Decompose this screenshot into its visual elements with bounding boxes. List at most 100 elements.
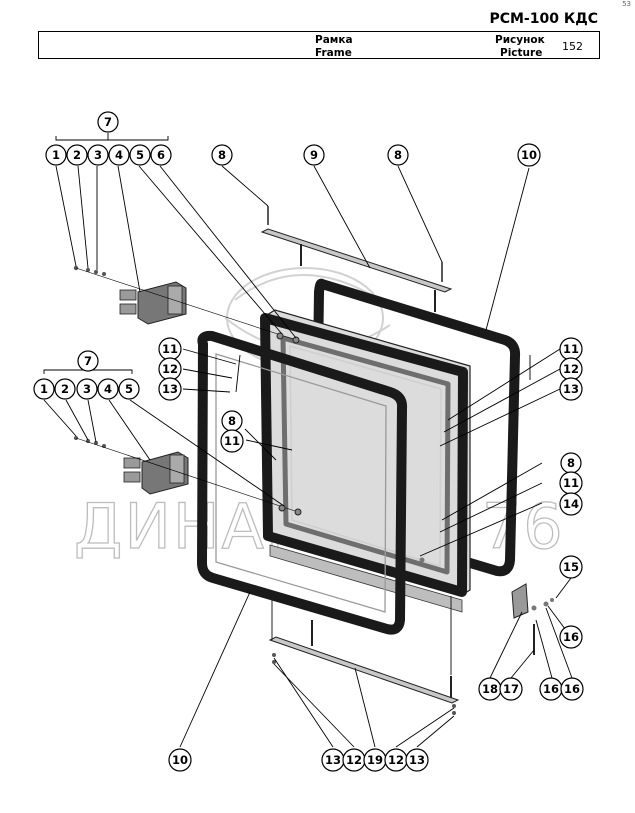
title-block: Рамка Frame Рисунок Picture 152 (38, 31, 600, 59)
svg-text:9: 9 (310, 148, 318, 162)
callout-17: 17 (499, 677, 523, 701)
callout-14: 14 (559, 492, 583, 516)
svg-text:1: 1 (52, 148, 60, 162)
callout-13-left: 13 (158, 377, 182, 401)
corner-mark: 53 (622, 0, 631, 8)
svg-text:11: 11 (224, 434, 240, 448)
svg-text:16: 16 (543, 682, 559, 696)
svg-text:8: 8 (394, 148, 402, 162)
callout-12-right: 12 (559, 357, 583, 381)
svg-text:1: 1 (40, 382, 48, 396)
svg-text:4: 4 (115, 148, 123, 162)
callout-13-right: 13 (559, 377, 583, 401)
callout-1-mid: 1 (33, 378, 55, 400)
picture-label-english: Picture (500, 47, 543, 59)
svg-text:12: 12 (563, 362, 579, 376)
svg-text:2: 2 (61, 382, 69, 396)
callout-8-right: 8 (560, 452, 582, 474)
callout-10-top: 10 (517, 143, 541, 167)
callout-19: 19 (363, 748, 387, 772)
svg-text:8: 8 (567, 456, 575, 470)
latch-plate (419, 557, 554, 655)
svg-text:12: 12 (388, 753, 404, 767)
leader-lines (43, 133, 573, 748)
svg-text:2: 2 (73, 148, 81, 162)
svg-text:15: 15 (563, 560, 579, 574)
hinge-bracket-top (119, 281, 187, 325)
svg-text:8: 8 (218, 148, 226, 162)
mounting-strip-bottom (268, 596, 460, 715)
callout-7-top: 7 (97, 111, 119, 133)
callout-8-b: 8 (387, 144, 409, 166)
svg-text:14: 14 (563, 497, 579, 511)
svg-text:3: 3 (83, 382, 91, 396)
callout-2-top: 2 (66, 144, 88, 166)
svg-text:11: 11 (563, 476, 579, 490)
svg-text:13: 13 (325, 753, 341, 767)
svg-text:4: 4 (104, 382, 112, 396)
fastener-row-mid (74, 436, 302, 516)
svg-text:13: 13 (563, 382, 579, 396)
svg-text:7: 7 (104, 115, 112, 129)
title-russian: Рамка (315, 34, 353, 46)
callout-11-mid: 11 (220, 429, 244, 453)
callout-8-a: 8 (211, 144, 233, 166)
callout-11-left: 11 (158, 337, 182, 361)
fastener-row-top (73, 265, 300, 344)
svg-text:7: 7 (84, 354, 92, 368)
callout-13-bottom-1: 13 (321, 748, 345, 772)
callout-5-mid: 5 (118, 378, 140, 400)
svg-text:3: 3 (94, 148, 102, 162)
svg-text:16: 16 (563, 630, 579, 644)
svg-text:10: 10 (521, 148, 537, 162)
callout-9: 9 (303, 144, 325, 166)
svg-text:12: 12 (162, 362, 178, 376)
svg-text:11: 11 (162, 342, 178, 356)
svg-text:5: 5 (136, 148, 144, 162)
callout-12-left: 12 (158, 357, 182, 381)
callout-15: 15 (559, 555, 583, 579)
svg-text:19: 19 (367, 753, 383, 767)
callout-8-mid: 8 (221, 410, 243, 432)
svg-text:6: 6 (157, 148, 165, 162)
svg-text:10: 10 (172, 753, 188, 767)
callout-2-mid: 2 (54, 378, 76, 400)
main-frame-housing (260, 309, 471, 613)
callout-4-mid: 4 (97, 378, 119, 400)
callout-5-top: 5 (129, 144, 151, 166)
svg-text:8: 8 (228, 414, 236, 428)
callout-3-mid: 3 (76, 378, 98, 400)
callout-11-right: 11 (559, 337, 583, 361)
callout-4-top: 4 (108, 144, 130, 166)
hinge-bracket-mid (123, 451, 189, 495)
callout-16-c: 16 (560, 677, 584, 701)
title-english: Frame (315, 47, 352, 59)
svg-text:13: 13 (409, 753, 425, 767)
svg-text:11: 11 (563, 342, 579, 356)
callout-6-top: 6 (150, 144, 172, 166)
mounting-strip-top (260, 206, 453, 312)
callout-11-right-2: 11 (559, 471, 583, 495)
svg-text:12: 12 (346, 753, 362, 767)
callout-10-bottom: 10 (168, 748, 192, 772)
callout-12-bottom-1: 12 (342, 748, 366, 772)
callout-1-top: 1 (45, 144, 67, 166)
svg-text:5: 5 (125, 382, 133, 396)
callout-18: 18 (478, 677, 502, 701)
callout-16-b: 16 (539, 677, 563, 701)
svg-text:16: 16 (564, 682, 580, 696)
callout-12-bottom-2: 12 (384, 748, 408, 772)
svg-text:17: 17 (503, 682, 519, 696)
svg-text:18: 18 (482, 682, 498, 696)
callout-13-bottom-2: 13 (405, 748, 429, 772)
front-seal-frame (197, 330, 408, 635)
callout-3-top: 3 (87, 144, 109, 166)
rear-seal-frame (310, 278, 521, 577)
callout-7-mid: 7 (77, 350, 99, 372)
callout-16-a: 16 (559, 625, 583, 649)
svg-text:13: 13 (162, 382, 178, 396)
picture-label-russian: Рисунок (495, 34, 545, 46)
document-code: РСМ-100 КДС (489, 11, 598, 27)
picture-number: 152 (562, 40, 583, 53)
